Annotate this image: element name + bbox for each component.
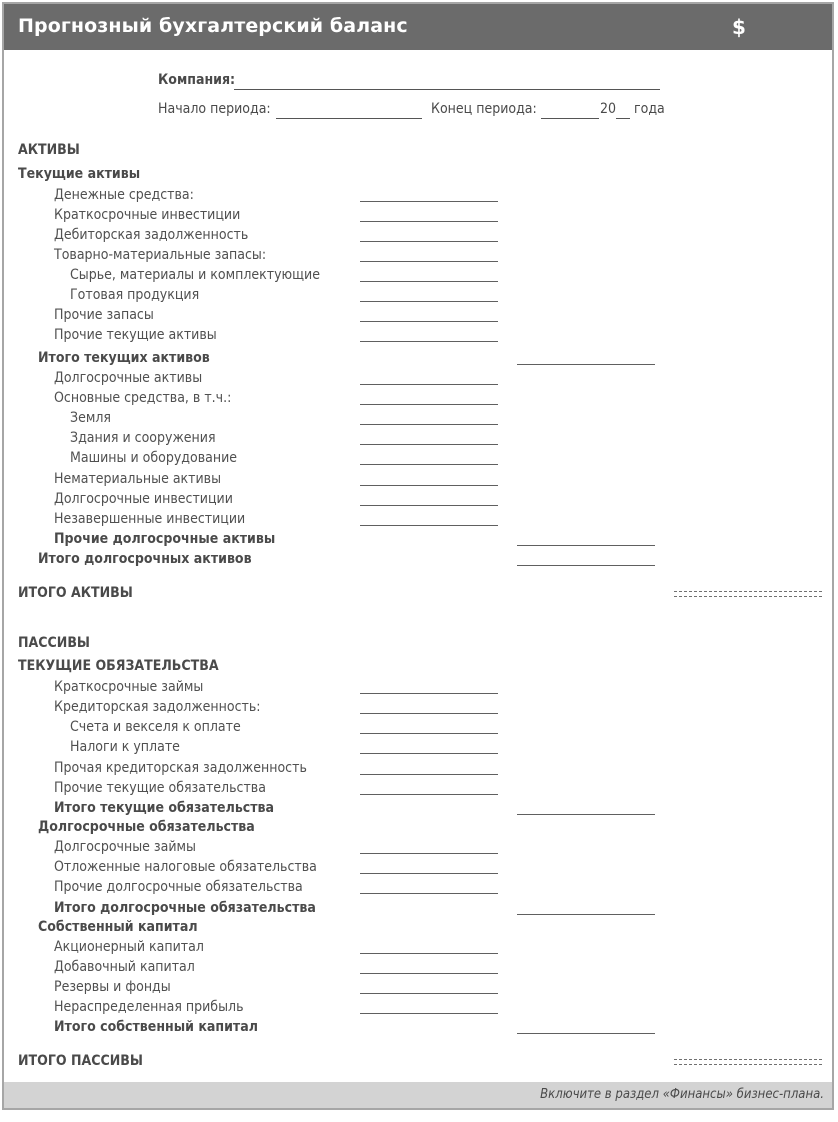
amount-field[interactable] [360, 733, 498, 734]
amount-field[interactable] [360, 261, 498, 262]
footer-bar: Включите в раздел «Финансы» бизнес-плана… [4, 1082, 832, 1108]
row-label: Отложенные налоговые обязательства [54, 859, 317, 875]
amount-field[interactable] [360, 485, 498, 486]
row-label: Денежные средства: [54, 187, 194, 203]
row-label: Прочие текущие активы [54, 327, 217, 343]
subtotal-field[interactable] [517, 565, 655, 566]
row-label: Прочие долгосрочные обязательства [54, 879, 303, 895]
amount-field[interactable] [360, 993, 498, 994]
amount-field[interactable] [360, 873, 498, 874]
amount-field[interactable] [360, 464, 498, 465]
row-label: Прочая кредиторская задолженность [54, 760, 307, 776]
subtotal-field[interactable] [517, 914, 655, 915]
amount-field[interactable] [360, 241, 498, 242]
row-label: Основные средства, в т.ч.: [54, 390, 232, 406]
row-label: Краткосрочные займы [54, 679, 204, 695]
amount-field[interactable] [360, 424, 498, 425]
period-end-label: Конец периода: [431, 101, 537, 117]
row-label: Краткосрочные инвестиции [54, 207, 241, 223]
grand-total-field[interactable] [674, 1059, 822, 1065]
grand-total-field[interactable] [674, 591, 822, 597]
amount-field[interactable] [360, 384, 498, 385]
row-label: Прочие запасы [54, 307, 154, 323]
current-assets-heading: Текущие активы [18, 166, 141, 182]
amount-field[interactable] [360, 893, 498, 894]
amount-field[interactable] [360, 853, 498, 854]
amount-field[interactable] [360, 221, 498, 222]
amount-field[interactable] [360, 444, 498, 445]
title-bar: Прогнозный бухгалтерский баланс $ [4, 4, 832, 50]
liabilities-total: ИТОГО ПАССИВЫ [18, 1053, 143, 1069]
row-label: Итого долгосрочные обязательства [54, 900, 316, 916]
row-label: Долгосрочные инвестиции [54, 491, 233, 507]
amount-field[interactable] [360, 713, 498, 714]
year-field[interactable] [616, 118, 630, 119]
assets-total: ИТОГО АКТИВЫ [18, 585, 133, 601]
amount-field[interactable] [360, 953, 498, 954]
amount-field[interactable] [360, 301, 498, 302]
amount-field[interactable] [360, 973, 498, 974]
row-label: Собственный капитал [38, 919, 198, 935]
row-label: Товарно-материальные запасы: [54, 247, 267, 263]
row-label: Дебиторская задолженность [54, 227, 249, 243]
row-label: Итого текущих активов [38, 350, 210, 366]
row-label: Акционерный капитал [54, 939, 204, 955]
row-label: Итого долгосрочных активов [38, 551, 252, 567]
amount-field[interactable] [360, 1013, 498, 1014]
subtotal-field[interactable] [517, 364, 655, 365]
amount-field[interactable] [360, 794, 498, 795]
subtotal-field[interactable] [517, 545, 655, 546]
row-label: Прочие долгосрочные активы [54, 531, 276, 547]
amount-field[interactable] [360, 341, 498, 342]
amount-field[interactable] [360, 774, 498, 775]
row-label: Долгосрочные обязательства [38, 819, 255, 835]
subtotal-field[interactable] [517, 1033, 655, 1034]
row-label: Налоги к уплате [70, 739, 180, 755]
period-end-field[interactable] [541, 118, 599, 119]
row-label: Итого текущие обязательства [54, 800, 275, 816]
amount-field[interactable] [360, 505, 498, 506]
amount-field[interactable] [360, 321, 498, 322]
liabilities-heading: ПАССИВЫ [18, 635, 90, 651]
row-label: Нематериальные активы [54, 471, 222, 487]
row-label: Резервы и фонды [54, 979, 171, 995]
row-label: Итого собственный капитал [54, 1019, 258, 1035]
amount-field[interactable] [360, 525, 498, 526]
amount-field[interactable] [360, 693, 498, 694]
row-label: Долгосрочные активы [54, 370, 203, 386]
page-title: Прогнозный бухгалтерский баланс [18, 15, 408, 37]
row-label: Добавочный капитал [54, 959, 195, 975]
subtotal-field[interactable] [517, 814, 655, 815]
amount-field[interactable] [360, 404, 498, 405]
row-label: Кредиторская задолженность: [54, 699, 261, 715]
row-label: Здания и сооружения [70, 430, 216, 446]
period-start-field[interactable] [276, 118, 422, 119]
row-label: Нераспределенная прибыль [54, 999, 244, 1015]
period-start-label: Начало периода: [158, 101, 271, 117]
amount-field[interactable] [360, 753, 498, 754]
row-label: Счета и векселя к оплате [70, 719, 241, 735]
year-prefix: 20 [600, 101, 617, 117]
company-field[interactable] [234, 89, 660, 90]
row-label: Земля [70, 410, 111, 426]
footer-note: Включите в раздел «Финансы» бизнес-плана… [540, 1087, 824, 1102]
amount-field[interactable] [360, 281, 498, 282]
row-label: Машины и оборудование [70, 450, 238, 466]
row-label: Незавершенные инвестиции [54, 511, 246, 527]
row-label: Прочие текущие обязательства [54, 780, 266, 796]
row-label: Долгосрочные займы [54, 839, 196, 855]
amount-field[interactable] [360, 201, 498, 202]
row-label: Сырье, материалы и комплектующие [70, 267, 320, 283]
dollar-icon: $ [732, 15, 746, 39]
assets-heading: АКТИВЫ [18, 142, 80, 158]
year-suffix: года [634, 101, 665, 117]
company-label: Компания: [158, 72, 236, 88]
row-label: Готовая продукция [70, 287, 200, 303]
current-liabilities-heading: ТЕКУЩИЕ ОБЯЗАТЕЛЬСТВА [18, 658, 219, 674]
